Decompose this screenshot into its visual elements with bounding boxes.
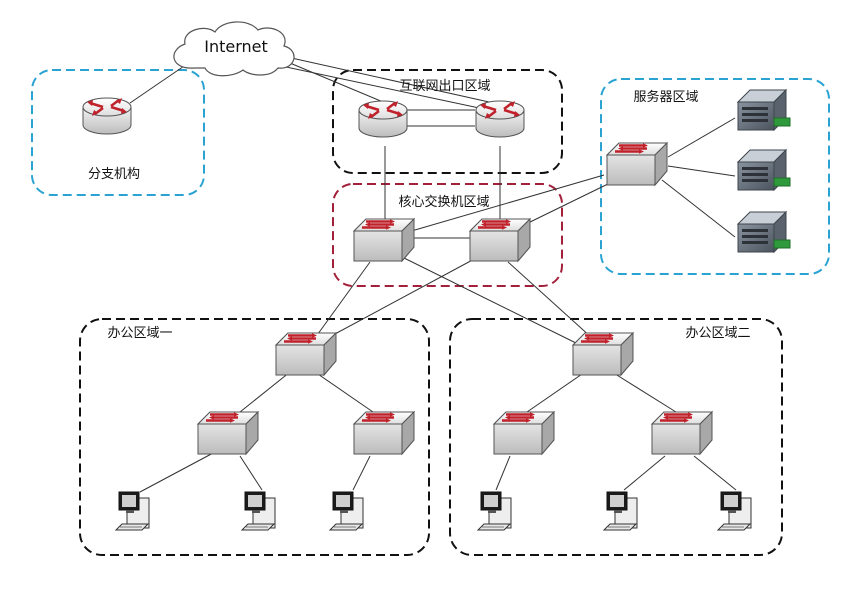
pc-icon: [115, 491, 150, 531]
switch-icon: [468, 217, 532, 263]
switch-icon: [650, 410, 714, 456]
pc-icon: [241, 491, 276, 531]
zone-label-core: 核心交换机区域: [398, 194, 489, 210]
zone-office1-box: [79, 318, 430, 556]
link-agg1-acc1: [239, 371, 291, 413]
link-acc1-pc1: [139, 451, 216, 493]
link-core2-serverswitch: [525, 181, 613, 225]
link-cloud-egress-r2a: [277, 54, 499, 105]
switch-icon: [352, 217, 416, 263]
link-agg2-acc4: [611, 371, 677, 413]
zone-label-branch: 分支机构: [88, 167, 140, 182]
zone-egress-box: [332, 69, 563, 174]
link-acc1-pc2: [239, 455, 263, 491]
router-icon: [357, 99, 409, 139]
zone-core-box: [332, 183, 563, 287]
link-core2-agg2: [507, 261, 593, 339]
link-core1-serverswitch: [407, 174, 605, 233]
switch-icon: [352, 410, 416, 456]
switch-icon: [605, 141, 669, 187]
server-icon: [737, 211, 791, 253]
cloud-label: Internet: [204, 37, 268, 56]
pc-icon: [717, 491, 752, 531]
link-serverswitch-srv3: [661, 179, 736, 238]
link-core2-agg1: [319, 256, 479, 343]
link-cloud-branch: [129, 61, 191, 104]
link-agg2-acc3: [526, 371, 586, 413]
links: [129, 54, 737, 493]
link-cloud-egress-r1: [277, 57, 384, 103]
link-core1-agg1: [314, 261, 371, 339]
zone-label-office2: 办公区域二: [685, 326, 750, 341]
pc-icon: [477, 491, 512, 531]
cloud-icon: Internet: [173, 21, 295, 77]
zone-label-egress: 互联网出口区域: [399, 79, 490, 94]
link-serverswitch-srv2: [667, 165, 736, 177]
link-acc4-pc6: [693, 455, 737, 491]
link-acc4-pc5: [623, 455, 666, 491]
pc-icon: [329, 491, 364, 531]
router-icon: [81, 96, 133, 136]
router-icon: [474, 99, 526, 139]
zone-server-box: [600, 78, 830, 275]
link-cloud-egress-r2b: [271, 63, 499, 113]
link-core1-agg2: [399, 255, 579, 345]
switch-icon: [571, 331, 635, 377]
link-acc3-pc4: [495, 455, 511, 491]
server-icon: [737, 149, 791, 191]
switch-icon: [196, 410, 260, 456]
zone-label-office1: 办公区域一: [107, 326, 172, 341]
switch-icon: [274, 331, 338, 377]
server-icon: [737, 89, 791, 131]
pc-icon: [603, 491, 638, 531]
link-serverswitch-srv1: [667, 117, 736, 158]
switch-icon: [492, 410, 556, 456]
link-acc2-pc3: [352, 455, 371, 491]
zone-office2-box: [449, 318, 783, 556]
zone-label-server: 服务器区域: [633, 89, 698, 105]
link-agg1-acc2: [314, 371, 374, 413]
